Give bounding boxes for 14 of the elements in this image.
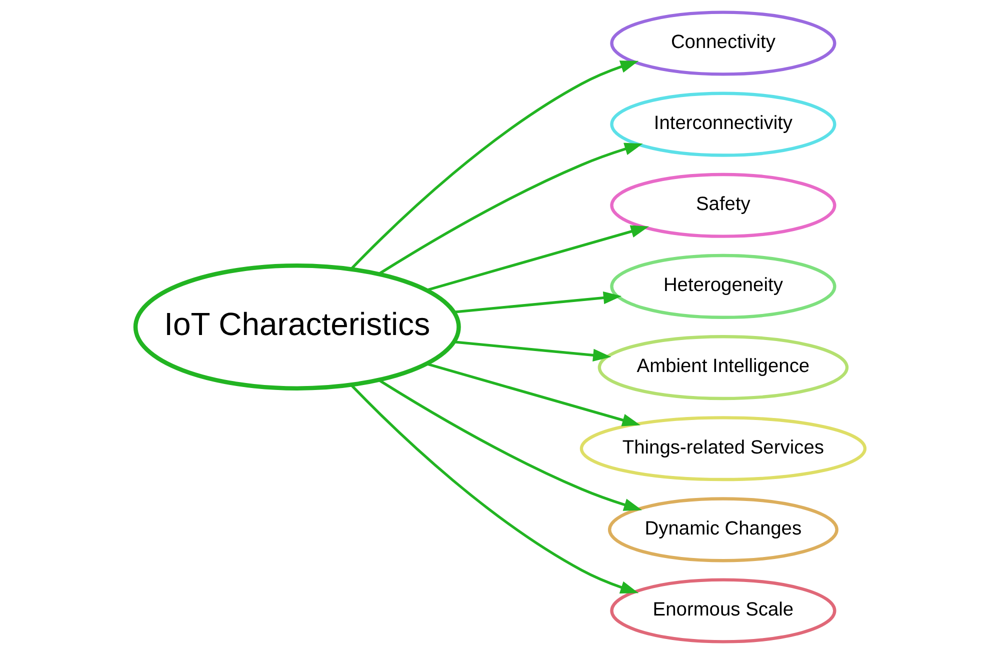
arrow [454, 340, 612, 362]
node-ellipse: Things-related Services [580, 416, 867, 482]
arrow [426, 362, 640, 426]
node-ellipse: Connectivity [610, 10, 836, 76]
arrow [454, 291, 622, 314]
arrow [378, 378, 642, 511]
node-ellipse: IoT Characteristics [133, 264, 461, 390]
node-ellipse: Ambient Intelligence [598, 335, 849, 400]
arrow [378, 142, 643, 276]
arrow [350, 60, 639, 270]
arrow [350, 384, 639, 594]
arrow [426, 225, 650, 292]
node-ellipse: Heterogeneity [610, 254, 836, 319]
node-ellipse: Enormous Scale [610, 578, 836, 644]
